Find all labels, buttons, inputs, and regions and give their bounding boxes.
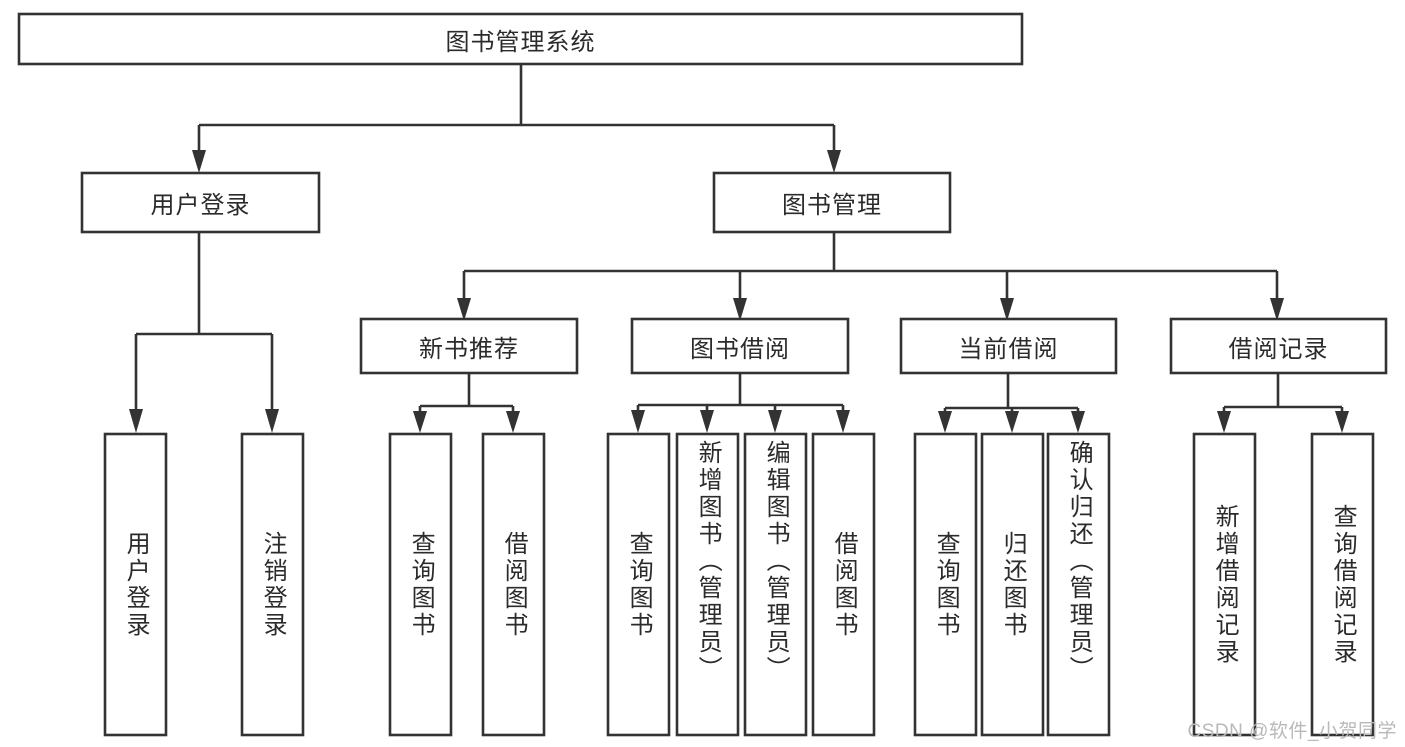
arrow-head-cb-leaf-3 — [1071, 411, 1085, 433]
leaf-box-borrow-record-1[interactable] — [1310, 432, 1375, 737]
node-box-root[interactable] — [17, 12, 1024, 66]
leaf-box-book-borrow-1[interactable] — [675, 432, 740, 737]
leaf-box-borrow-record-0[interactable] — [1192, 432, 1257, 737]
connector-group-book-borrow — [631, 373, 850, 433]
leaf-box-book-borrow-2[interactable] — [743, 432, 808, 737]
leaf-box-user-login-1[interactable] — [240, 432, 305, 737]
arrow-head-cb-leaf-2 — [1005, 411, 1019, 433]
arrow-head-new-book-recommend — [457, 298, 471, 321]
connector-group-user-login — [129, 232, 279, 433]
connector-group-root — [192, 64, 841, 173]
arrow-head-nbr-leaf-1 — [413, 411, 427, 433]
leaf-box-new-book-recommend-0[interactable] — [388, 432, 453, 737]
leaf-box-new-book-recommend-1[interactable] — [481, 432, 546, 737]
arrow-head-cb-leaf-1 — [938, 411, 952, 433]
leaf-box-book-borrow-0[interactable] — [606, 432, 671, 737]
arrow-head-nbr-leaf-2 — [506, 411, 520, 433]
arrow-head-bb-leaf-2 — [700, 410, 714, 433]
node-box-user-login[interactable] — [80, 171, 321, 234]
node-box-new-book-recommend[interactable] — [359, 317, 579, 375]
arrow-head-user-login — [192, 150, 206, 173]
leaf-box-current-borrow-1[interactable] — [980, 432, 1045, 737]
arrow-head-book-mgmt — [827, 150, 841, 173]
watermark-text: CSDN @软件_小贺同学 — [1187, 721, 1397, 742]
connector-group-book-mgmt — [457, 232, 1284, 321]
arrow-head-current-borrow — [1000, 298, 1014, 321]
arrow-head-bb-leaf-3 — [768, 410, 782, 433]
node-box-current-borrow[interactable] — [899, 317, 1118, 375]
connector-group-current-borrow — [938, 373, 1085, 433]
leaf-box-current-borrow-0[interactable] — [913, 432, 978, 737]
arrow-head-leaf-user-login — [129, 409, 143, 433]
arrow-head-bb-leaf-1 — [631, 410, 645, 433]
leaf-box-book-borrow-3[interactable] — [811, 432, 876, 737]
arrow-head-book-borrow — [733, 298, 747, 321]
arrow-head-borrow-record — [1270, 298, 1284, 321]
node-box-borrow-record[interactable] — [1169, 317, 1388, 375]
arrow-head-br-leaf-1 — [1217, 411, 1231, 433]
leaf-box-current-borrow-2[interactable] — [1046, 432, 1111, 737]
arrow-head-bb-leaf-4 — [836, 410, 850, 433]
node-box-book-management[interactable] — [712, 171, 952, 234]
connector-group-new-book-recommend — [413, 373, 520, 433]
arrow-head-br-leaf-2 — [1335, 411, 1349, 433]
connector-group-borrow-record — [1217, 373, 1349, 433]
leaf-box-user-login-0[interactable] — [103, 432, 168, 737]
node-box-book-borrow[interactable] — [630, 317, 850, 375]
arrow-head-leaf-logout — [265, 409, 279, 433]
